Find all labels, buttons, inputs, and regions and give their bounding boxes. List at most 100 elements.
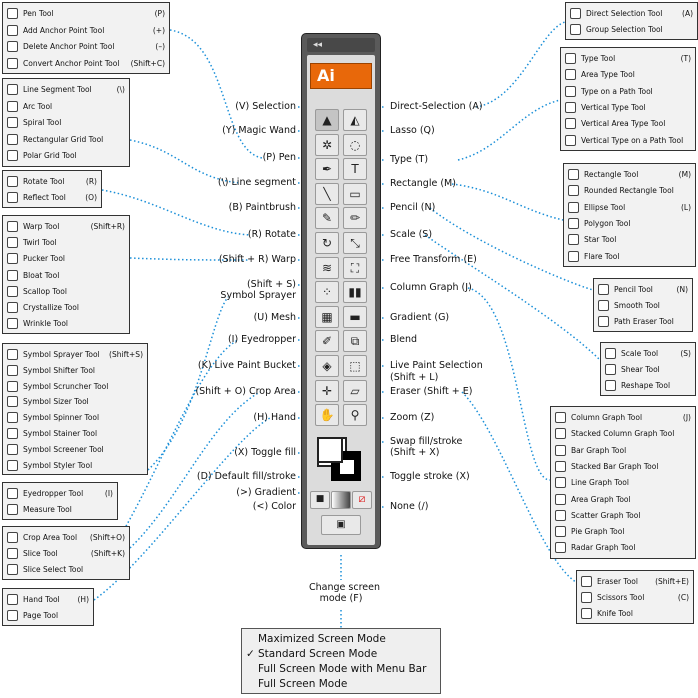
flyout-item[interactable]: Wrinkle Tool (5, 316, 125, 332)
flyout-item[interactable]: Symbol Spinner Tool (5, 410, 143, 426)
flyout-item[interactable]: Slice Tool(Shift+K) (5, 546, 125, 562)
flyout-item[interactable]: Arc Tool (5, 99, 125, 115)
flyout-item[interactable]: Star Tool (566, 232, 691, 248)
flyout-item[interactable]: Area Type Tool (563, 67, 691, 83)
flyout-item[interactable]: Scallop Tool (5, 284, 125, 300)
flyout-item[interactable]: Area Graph Tool (553, 492, 691, 508)
flyout-item[interactable]: Slice Select Tool (5, 562, 125, 578)
flyout-item[interactable]: Page Tool (5, 608, 89, 624)
flyout-item[interactable]: Polar Grid Tool (5, 148, 125, 164)
tool-button-r12-c0[interactable]: ✋ (315, 404, 339, 427)
flyout-item[interactable]: Scatter Graph Tool (553, 508, 691, 524)
flyout-item[interactable]: Hand Tool(H) (5, 592, 89, 608)
flyout-item[interactable]: Reflect Tool(O) (5, 190, 97, 206)
tool-button-r1-c1[interactable]: ◌ (343, 133, 367, 156)
flyout-item[interactable]: Direct Selection Tool(A) (568, 6, 693, 22)
flyout-item[interactable]: Bloat Tool (5, 268, 125, 284)
flyout-item[interactable]: Shear Tool (603, 362, 691, 378)
flyout-item[interactable]: Smooth Tool (596, 298, 688, 314)
flyout-item[interactable]: Type on a Path Tool (563, 84, 691, 100)
flyout-item[interactable]: Convert Anchor Point Tool(Shift+C) (5, 56, 165, 72)
flyout-item[interactable]: Symbol Screener Tool (5, 442, 143, 458)
flyout-item[interactable]: Symbol Scruncher Tool (5, 379, 143, 395)
tool-button-r10-c1[interactable]: ⬚ (343, 355, 367, 377)
menu-item-full-screen[interactable]: Full Screen Mode (258, 678, 348, 690)
tool-button-r5-c0[interactable]: ↻ (315, 232, 339, 254)
flyout-item[interactable]: Add Anchor Point Tool(+) (5, 23, 165, 39)
flyout-item[interactable]: Pie Graph Tool (553, 524, 691, 540)
flyout-item[interactable]: Crop Area Tool(Shift+O) (5, 530, 125, 546)
flyout-item[interactable]: Symbol Sprayer Tool(Shift+S) (5, 347, 143, 363)
tool-button-r11-c1[interactable]: ▱ (343, 379, 367, 402)
flyout-item[interactable]: Delete Anchor Point Tool(–) (5, 39, 165, 55)
tool-button-r1-c0[interactable]: ✲ (315, 133, 339, 156)
flyout-item[interactable]: Rotate Tool(R) (5, 174, 97, 190)
none-button[interactable]: ⧄ (352, 491, 372, 509)
flyout-item[interactable]: Line Graph Tool (553, 475, 691, 491)
menu-item-maximized[interactable]: Maximized Screen Mode (258, 633, 386, 645)
flyout-item[interactable]: Scale Tool(S) (603, 346, 691, 362)
flyout-item[interactable]: Flare Tool (566, 249, 691, 265)
flyout-item[interactable]: Rectangular Grid Tool (5, 132, 125, 148)
tool-button-r4-c0[interactable]: ✎ (315, 207, 339, 230)
tool-button-r2-c0[interactable]: ✒ (315, 158, 339, 181)
flyout-item[interactable]: Reshape Tool (603, 378, 691, 394)
collapse-icon[interactable]: ◂◂ (313, 40, 323, 50)
tool-button-r6-c0[interactable]: ≋ (315, 256, 339, 279)
flyout-item[interactable]: Bar Graph Tool (553, 443, 691, 459)
flyout-item[interactable]: Measure Tool (5, 502, 113, 518)
flyout-item[interactable]: Symbol Stainer Tool (5, 426, 143, 442)
tool-button-r7-c0[interactable]: ⁘ (315, 281, 339, 304)
flyout-item[interactable]: Group Selection Tool (568, 22, 693, 38)
flyout-item[interactable]: Scissors Tool(C) (579, 590, 689, 606)
flyout-item[interactable]: Radar Graph Tool (553, 540, 691, 556)
flyout-item[interactable]: Line Segment Tool(\) (5, 82, 125, 98)
flyout-item[interactable]: Vertical Type Tool (563, 100, 691, 116)
flyout-item[interactable]: Ellipse Tool(L) (566, 200, 691, 216)
tool-button-r12-c1[interactable]: ⚲ (343, 404, 367, 427)
flyout-item[interactable]: Vertical Type on a Path Tool (563, 133, 691, 149)
tool-button-r10-c0[interactable]: ◈ (315, 355, 339, 377)
flyout-item[interactable]: Spiral Tool (5, 115, 125, 131)
flyout-item[interactable]: Stacked Column Graph Tool (553, 426, 691, 442)
gradient-button[interactable] (331, 491, 351, 509)
color-button[interactable]: ■ (310, 491, 330, 509)
panel-header[interactable]: ◂◂ (307, 38, 375, 52)
tool-button-r7-c1[interactable]: ▮▮ (343, 281, 367, 304)
flyout-item[interactable]: Polygon Tool (566, 216, 691, 232)
flyout-item[interactable]: Eraser Tool(Shift+E) (579, 574, 689, 590)
tool-button-r4-c1[interactable]: ✏ (343, 207, 367, 230)
flyout-item[interactable]: Twirl Tool (5, 235, 125, 251)
menu-item-standard[interactable]: Standard Screen Mode (258, 648, 378, 660)
tool-button-r8-c1[interactable]: ▬ (343, 305, 367, 328)
flyout-item[interactable]: Crystallize Tool (5, 300, 125, 316)
flyout-item[interactable]: Pencil Tool(N) (596, 282, 688, 298)
screen-mode-button[interactable]: ▣ (321, 515, 361, 535)
tool-button-r6-c1[interactable]: ⛶ (343, 256, 367, 279)
tool-button-r0-c0[interactable]: ▲ (315, 109, 339, 131)
flyout-item[interactable]: Pen Tool(P) (5, 6, 165, 22)
tool-button-r2-c1[interactable]: T (343, 158, 367, 181)
flyout-item[interactable]: Symbol Shifter Tool (5, 363, 143, 379)
tool-button-r8-c0[interactable]: ▦ (315, 305, 339, 328)
flyout-item[interactable]: Vertical Area Type Tool (563, 116, 691, 132)
flyout-item[interactable]: Symbol Styler Tool (5, 458, 143, 474)
flyout-item[interactable]: Rectangle Tool(M) (566, 167, 691, 183)
flyout-item[interactable]: Rounded Rectangle Tool (566, 183, 691, 199)
tool-button-r3-c0[interactable]: ╲ (315, 182, 339, 205)
flyout-item[interactable]: Type Tool(T) (563, 51, 691, 67)
flyout-item[interactable]: Warp Tool(Shift+R) (5, 219, 125, 235)
menu-item-full-menu-bar[interactable]: Full Screen Mode with Menu Bar (258, 663, 427, 675)
tool-button-r3-c1[interactable]: ▭ (343, 182, 367, 205)
fill-swatch-front[interactable] (317, 437, 343, 463)
flyout-item[interactable]: Symbol Sizer Tool (5, 394, 143, 410)
flyout-item[interactable]: Path Eraser Tool (596, 314, 688, 330)
tool-button-r11-c0[interactable]: ✛ (315, 379, 339, 402)
flyout-item[interactable]: Knife Tool (579, 606, 689, 622)
tool-button-r9-c0[interactable]: ✐ (315, 330, 339, 353)
tool-button-r9-c1[interactable]: ⧉ (343, 330, 367, 353)
tool-button-r5-c1[interactable]: ⤡ (343, 232, 367, 254)
flyout-item[interactable]: Eyedropper Tool(I) (5, 486, 113, 502)
flyout-item[interactable]: Stacked Bar Graph Tool (553, 459, 691, 475)
flyout-item[interactable]: Column Graph Tool(J) (553, 410, 691, 426)
